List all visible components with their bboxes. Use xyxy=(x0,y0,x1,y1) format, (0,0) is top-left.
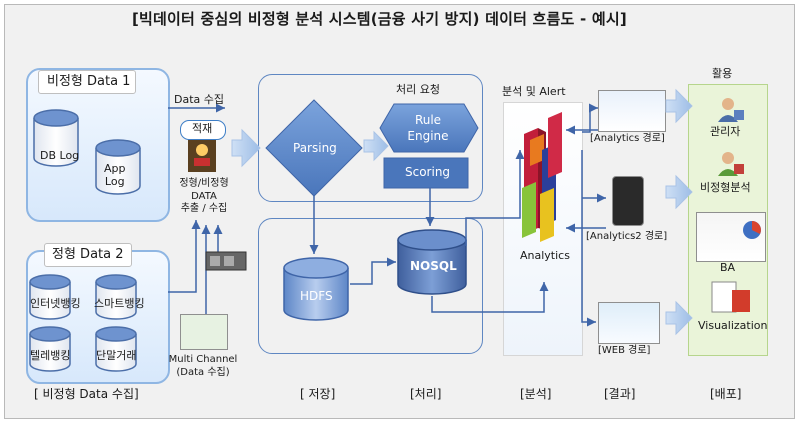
structured-data-header xyxy=(44,243,132,267)
analytics-route-screenshot xyxy=(598,90,666,132)
result-arrow-2 xyxy=(665,174,693,210)
terminal-transaction-label: 단말거래 xyxy=(96,349,137,362)
collection-line-bottom xyxy=(168,220,201,293)
internet-banking-label: 인터넷뱅킹 xyxy=(30,297,81,310)
analytics2-route-label: [Analytics2 경로] xyxy=(586,231,668,242)
analytics-to-route1 xyxy=(582,103,598,133)
distribution-ba-label: BA xyxy=(720,261,736,274)
db-log-label: DB Log xyxy=(40,149,80,162)
hdfs-to-nosql-line xyxy=(350,257,396,285)
server-icon xyxy=(205,251,247,271)
storage-group-frame xyxy=(258,218,483,354)
result-arrow-3 xyxy=(665,300,693,336)
smart-banking-label: 스마트뱅킹 xyxy=(94,297,145,310)
analytics-label: Analytics xyxy=(520,249,570,262)
footer-label-result: [결과] xyxy=(604,387,636,401)
scoring-box xyxy=(383,157,469,189)
parsing-to-rule-arrow xyxy=(363,130,389,162)
distribution-admin-label: 관리자 xyxy=(710,125,741,138)
visualization-pdf-icon xyxy=(711,281,750,313)
internet-banking-cylinder xyxy=(29,274,71,320)
footer-label-analysis: [분석] xyxy=(520,387,552,401)
web-route-screenshot xyxy=(598,302,660,344)
tele-banking-cylinder xyxy=(29,326,71,372)
collection-to-processing-arrow xyxy=(231,128,261,168)
footer-label-processing: [처리] xyxy=(410,387,442,401)
ba-pie-icon xyxy=(743,221,761,239)
app-log-cylinder xyxy=(95,139,141,195)
admin-person-icon xyxy=(718,98,744,122)
rule-engine-label: Rule Engine xyxy=(407,113,449,144)
scoring-label: Scoring xyxy=(405,165,451,179)
collection-line-server xyxy=(213,225,226,256)
analytics-route-label: [Analytics 경로] xyxy=(590,133,665,144)
result-arrow-1 xyxy=(665,88,693,124)
unstructured-data-title: 비정형 Data 1 xyxy=(47,74,131,89)
hdfs-cylinder xyxy=(283,257,349,321)
unstructured-data-header xyxy=(38,70,136,94)
smart-banking-cylinder xyxy=(95,274,137,320)
app-log-label: App Log xyxy=(104,162,126,189)
analysis-alert-label: 분석 및 Alert xyxy=(502,85,566,98)
extract-collect-label: 정형/비정형 DATA 추출 / 수집 xyxy=(179,178,229,214)
nosql-to-analytics-line-bottom xyxy=(431,282,549,313)
tele-banking-label: 텔레뱅킹 xyxy=(30,349,71,362)
terminal-transaction-cylinder xyxy=(95,326,137,372)
distribution-analysis-label: 비정형분석 xyxy=(700,181,751,194)
unstructured-analyst-icon xyxy=(718,152,744,176)
load-badge-icon xyxy=(188,138,216,172)
structured-data-title: 정형 Data 2 xyxy=(52,247,124,262)
multi-channel-screenshot xyxy=(180,314,228,350)
nosql-to-analytics-line-top xyxy=(465,150,525,246)
nosql-label: NOSQL xyxy=(410,259,457,273)
load-badge-label: 적재 xyxy=(192,122,213,135)
footer-label-storage: [ 저장] xyxy=(300,387,336,401)
distribution-visualization-label: Visualization xyxy=(698,319,768,332)
rule-engine-shape xyxy=(379,103,479,153)
analytics2-route-device xyxy=(612,176,644,226)
multi-channel-label: Multi Channel (Data 수집) xyxy=(168,354,238,378)
load-badge xyxy=(180,120,226,140)
nosql-cylinder xyxy=(397,229,467,295)
process-request-label: 처리 요청 xyxy=(396,83,440,96)
processing-group-frame xyxy=(258,74,483,202)
diagram-title: [빅데이터 중심의 비정형 분석 시스템(금융 사기 방지) 데이터 흐름도 -… xyxy=(132,10,627,28)
data-collection-label: Data 수집 xyxy=(174,93,225,106)
analytics-bar-chart xyxy=(522,112,562,242)
web-route-label: [WEB 경로] xyxy=(598,345,651,356)
db-log-cylinder xyxy=(33,109,79,167)
distribution-heading: 활용 xyxy=(712,67,733,80)
parsing-label: Parsing xyxy=(293,141,337,155)
footer-label-distribution: [배포] xyxy=(710,387,742,401)
analytics-to-route3 xyxy=(581,150,596,327)
hdfs-label: HDFS xyxy=(300,289,333,303)
footer-label-collection: [ 비정형 Data 수집] xyxy=(34,387,139,401)
